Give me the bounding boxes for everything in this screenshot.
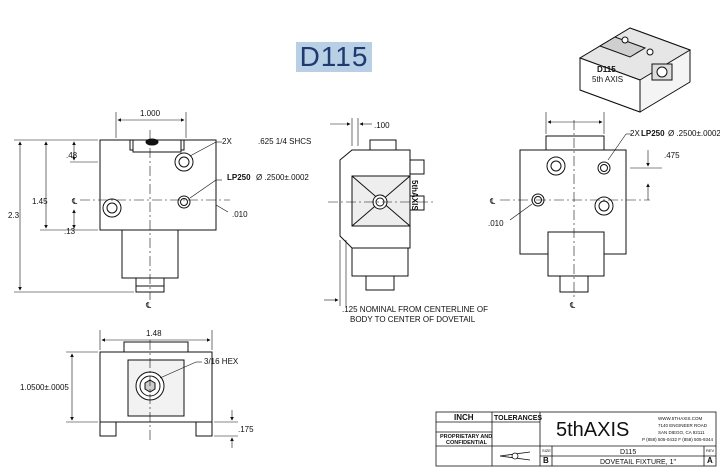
front-callout-holes: .625 1/4 SHCS bbox=[258, 137, 311, 146]
front-offset-48: .48 bbox=[66, 151, 78, 160]
right-callout-dia: Ø .2500±.0002 bbox=[668, 129, 720, 138]
front-view: 1.000 2.3 1.45 .48 .13 2X .625 1/4 SHCS … bbox=[8, 109, 311, 310]
side-view: 5thAXIS .100 .125 NOMINAL FROM CENTERLIN… bbox=[324, 118, 488, 324]
iso-view: D115 5th AXIS bbox=[578, 27, 692, 113]
title-block: INCH TOLERANCES PROPRIETARY AND CONFIDEN… bbox=[435, 411, 717, 467]
bottom-dim-175: .175 bbox=[238, 425, 254, 434]
bottom-hex-note: 3/16 HEX bbox=[204, 357, 239, 366]
tb-units: INCH bbox=[454, 413, 474, 422]
right-centerline-v: ℄ bbox=[569, 301, 576, 310]
tb-website: WWW.5THAXIS.COM bbox=[658, 416, 703, 421]
front-offset-010: .010 bbox=[232, 210, 248, 219]
tb-drawing-no: D115 bbox=[620, 449, 636, 456]
front-height-dim: 2.3 bbox=[8, 211, 20, 220]
drawing-title: D115 bbox=[296, 42, 372, 72]
tb-tolerances: TOLERANCES bbox=[494, 415, 542, 422]
front-width-dim: 1.000 bbox=[140, 109, 161, 118]
right-callout-lp: LP250 bbox=[641, 129, 665, 138]
front-centerline-h: ℄ bbox=[71, 197, 78, 206]
front-inner-height-dim: 1.45 bbox=[32, 197, 48, 206]
tb-description: DOVETAIL FIXTURE, 1" bbox=[600, 459, 677, 466]
tb-address-2: SAN DIEGO, CA 92111 bbox=[658, 430, 705, 435]
tb-size-label: SIZE bbox=[542, 448, 551, 453]
right-centerline-h: ℄ bbox=[489, 197, 496, 206]
front-centerline-v: ℄ bbox=[145, 301, 152, 310]
side-brand: 5thAXIS bbox=[410, 180, 419, 211]
right-dim-010: .010 bbox=[488, 219, 504, 228]
front-callout-lp: Ø .2500±.0002 bbox=[256, 173, 309, 182]
right-dim-475: .475 bbox=[664, 151, 680, 160]
side-note-1: .125 NOMINAL FROM CENTERLINE OF bbox=[342, 305, 488, 314]
tb-proprietary-2: CONFIDENTIAL bbox=[446, 440, 488, 446]
side-dim-100: .100 bbox=[374, 121, 390, 130]
tb-address-1: 7140 ENGINEER ROAD bbox=[658, 423, 708, 428]
tb-phone: P (858) 505-0432 F (858) 505-9344 bbox=[642, 437, 713, 442]
right-callout-prefix: 2X bbox=[630, 129, 640, 138]
bottom-height-dim: 1.0500±.0005 bbox=[20, 383, 69, 392]
tb-size-value: B bbox=[543, 456, 549, 465]
front-offset-13: .13 bbox=[64, 227, 76, 236]
iso-label-2: 5th AXIS bbox=[592, 75, 623, 84]
side-note-2: BODY TO CENTER OF DOVETAIL bbox=[350, 315, 476, 324]
right-view: 2X LP250 Ø .2500±.0002 .475 .010 ℄ ℄ bbox=[488, 112, 720, 310]
tb-proprietary-1: PROPRIETARY AND bbox=[440, 434, 492, 440]
iso-label-1: D115 bbox=[597, 65, 616, 74]
bottom-width-dim: 1.48 bbox=[146, 329, 162, 338]
front-callout-lp-prefix: LP250 bbox=[227, 173, 251, 182]
bottom-view: 1.48 1.0500±.0005 3/16 HEX .175 bbox=[20, 329, 254, 448]
front-callout-holes-prefix: 2X bbox=[222, 137, 232, 146]
tb-rev-value: A bbox=[707, 456, 713, 465]
tb-company: 5thAXIS bbox=[556, 419, 629, 441]
tb-rev-label: REV bbox=[706, 448, 715, 453]
